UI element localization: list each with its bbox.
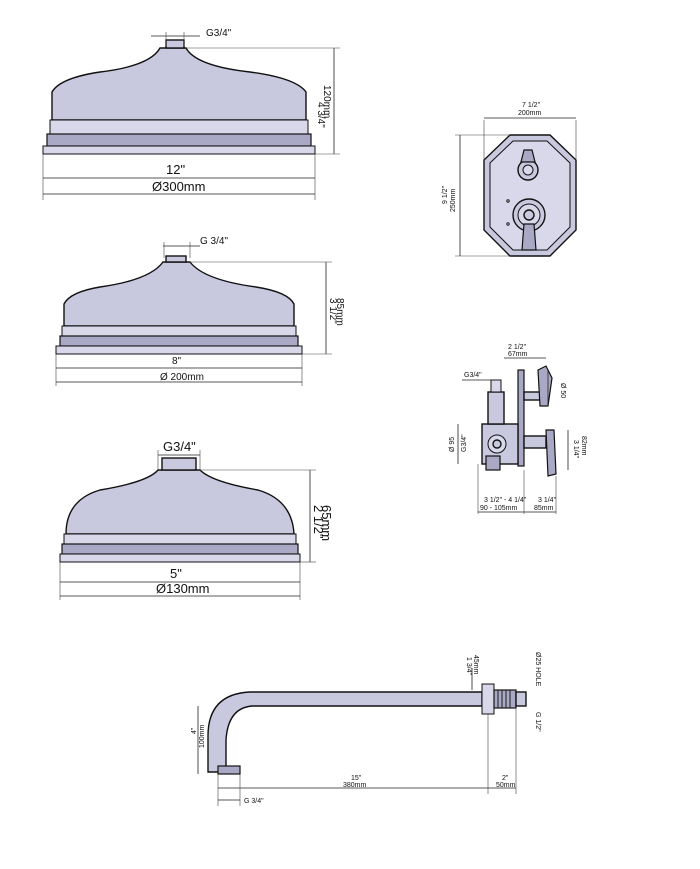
head2-width-in: 8" [172, 356, 182, 367]
valve-side-thread: G3/4" [464, 372, 482, 379]
valve-front-view: 7 1/2" 200mm 9 1/2" 250mm [442, 102, 577, 257]
head3-width-in: 5" [170, 566, 182, 581]
shower-head-small: G3/4" 2 1/2" 65mm 5" Ø130mm [59, 439, 334, 600]
head1-height-mm: 120mm [321, 85, 332, 118]
valve-side-right-in: 3 1/4" [572, 440, 579, 459]
valve-side-proj-mm: 85mm [534, 505, 554, 512]
head1-width-mm: Ø300mm [152, 179, 205, 194]
head2-height-mm: 85mm [334, 298, 345, 326]
valve-side-top-in: 2 1/2" [508, 344, 527, 351]
valve-side-top-mm: 67mm [508, 351, 528, 358]
valve-side-depth-in: 3 1/2" - 4 1/4" [484, 497, 527, 504]
valve-front-width-in: 7 1/2" [522, 102, 541, 109]
head1-thread-label: G3/4" [206, 28, 232, 39]
valve-side-right-mm: 82mm [580, 436, 587, 456]
valve-front-height-in: 9 1/2" [442, 185, 449, 204]
head3-height-in: 2 1/2" [311, 505, 326, 539]
valve-side-handle-dia: Ø 50 [559, 383, 566, 398]
arm-outlet-thread: G 3/4" [244, 798, 264, 805]
shower-arm: 1 3/4" 45mm Ø25 HOLE G 1/2" 4" 100mm 15"… [191, 652, 541, 806]
arm-wall-mm: 50mm [496, 782, 516, 789]
arm-drop-in: 4" [191, 727, 198, 734]
arm-length-in: 15" [351, 775, 362, 782]
shower-head-large: G3/4" 4 3/4" 120mm 12" Ø300mm [42, 28, 340, 200]
arm-flange-mm: 45mm [472, 655, 479, 675]
valve-front-width-mm: 200mm [518, 110, 542, 117]
head3-width-mm: Ø130mm [156, 581, 209, 596]
arm-drop-mm: 100mm [199, 724, 206, 748]
valve-side-inlet: G3/4" [461, 434, 468, 452]
head3-thread-label: G3/4" [163, 439, 196, 454]
arm-wall-thread: G 1/2" [534, 712, 541, 732]
head3-height-mm: 65mm [319, 505, 334, 541]
valve-side-view: 2 1/2" 67mm G3/4" Ø 50 Ø 95 G3/4" 3 1/4"… [449, 344, 587, 514]
shower-head-medium: G 3/4" 3 1/2" 85mm 8" Ø 200mm [55, 236, 345, 386]
valve-side-depth-mm: 90 - 105mm [480, 505, 518, 512]
valve-side-body-dia: Ø 95 [449, 437, 456, 452]
head2-thread-label: G 3/4" [200, 236, 228, 247]
arm-wall-in: 2" [502, 775, 509, 782]
arm-hole: Ø25 HOLE [534, 652, 541, 687]
head1-width-in: 12" [166, 162, 185, 177]
head2-width-mm: Ø 200mm [160, 372, 204, 383]
arm-flange-in: 1 3/4" [465, 657, 472, 676]
valve-front-height-mm: 250mm [450, 188, 457, 212]
head1-height-in: 4 3/4" [315, 102, 326, 128]
arm-length-mm: 380mm [343, 782, 367, 789]
head2-height-in: 3 1/2" [327, 298, 338, 324]
valve-side-proj-in: 3 1/4" [538, 497, 557, 504]
